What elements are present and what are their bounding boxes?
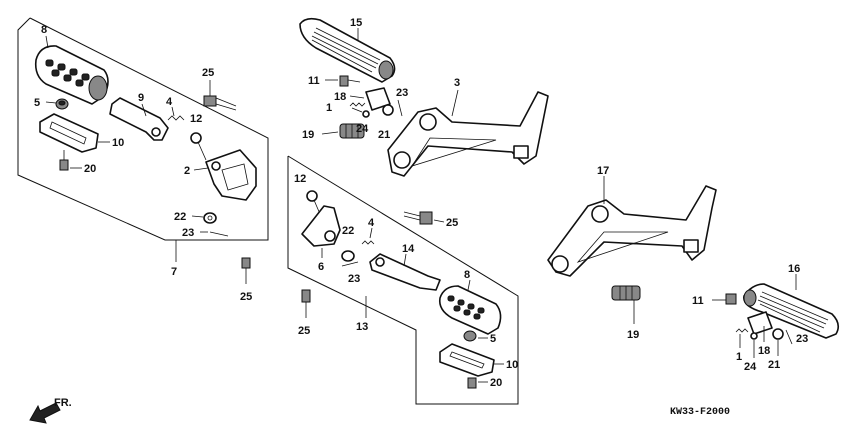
callout-4: 4 bbox=[166, 96, 173, 108]
callout-8: 8 bbox=[41, 24, 47, 36]
main-bracket-17 bbox=[547, 185, 717, 277]
callout-25: 25 bbox=[298, 325, 310, 337]
main-bracket-3 bbox=[387, 91, 549, 177]
direction-label: FR. bbox=[54, 397, 72, 409]
footpeg-arm-left bbox=[109, 97, 169, 141]
pin-24-top bbox=[362, 110, 370, 118]
footpeg-plate-center bbox=[439, 343, 495, 377]
bolt-19-top bbox=[339, 123, 365, 139]
cotter-23-center bbox=[341, 261, 359, 267]
callout-24: 24 bbox=[744, 361, 757, 373]
callout-labels: 8 5 10 20 9 4 12 25 2 22 23 7 25 15 11 1… bbox=[34, 17, 808, 418]
callout-15: 15 bbox=[350, 17, 362, 29]
callout-22: 22 bbox=[174, 211, 186, 223]
footpeg-rubber-15 bbox=[299, 17, 396, 83]
clip-right bbox=[747, 311, 773, 335]
center-assembly-outline bbox=[287, 155, 519, 405]
callout-5: 5 bbox=[490, 333, 496, 345]
nut-center bbox=[463, 330, 477, 342]
callout-2: 2 bbox=[184, 165, 190, 177]
callout-5: 5 bbox=[34, 97, 40, 109]
bolt-25-center-left bbox=[301, 289, 311, 318]
callout-25: 25 bbox=[240, 291, 252, 303]
callout-21: 21 bbox=[768, 359, 780, 371]
callout-11: 11 bbox=[308, 75, 320, 87]
spring-18-top bbox=[349, 102, 366, 107]
callout-23: 23 bbox=[796, 333, 808, 345]
callout-9: 9 bbox=[138, 92, 144, 104]
callout-17: 17 bbox=[597, 165, 609, 177]
callout-22: 22 bbox=[342, 225, 354, 237]
callout-25: 25 bbox=[202, 67, 214, 79]
washer-21-top bbox=[382, 104, 394, 116]
bracket-6-center bbox=[301, 205, 341, 247]
washer-21-right bbox=[772, 328, 784, 340]
callout-18: 18 bbox=[758, 345, 770, 357]
callout-13: 13 bbox=[356, 321, 368, 333]
callout-1: 1 bbox=[736, 351, 742, 363]
footpeg-plate-left bbox=[39, 113, 99, 153]
callout-3: 3 bbox=[454, 77, 460, 89]
left-assembly-outline bbox=[17, 17, 269, 241]
callout-20: 20 bbox=[490, 377, 502, 389]
callout-23: 23 bbox=[182, 227, 194, 239]
callout-10: 10 bbox=[506, 359, 518, 371]
bolt-19-right bbox=[611, 285, 641, 301]
spring-left bbox=[167, 115, 185, 121]
footpeg-arm-14 bbox=[369, 253, 441, 291]
bracket-left bbox=[205, 149, 257, 201]
callout-14: 14 bbox=[402, 243, 415, 255]
callout-20: 20 bbox=[84, 163, 96, 175]
callout-23: 23 bbox=[396, 87, 408, 99]
bolt-11-top bbox=[339, 75, 361, 87]
bolt-20-left bbox=[59, 150, 69, 171]
callout-19: 19 bbox=[627, 329, 639, 341]
spring-center bbox=[361, 240, 375, 245]
footpeg-rubber-16 bbox=[743, 283, 840, 339]
bolt-11-right bbox=[712, 293, 737, 305]
diagram-code: KW33-F2000 bbox=[670, 407, 730, 418]
callout-12: 12 bbox=[190, 113, 202, 125]
callout-8: 8 bbox=[464, 269, 470, 281]
washer-22-left bbox=[203, 212, 217, 224]
callout-21: 21 bbox=[378, 129, 390, 141]
callout-16: 16 bbox=[788, 263, 800, 275]
front-direction-arrow-icon bbox=[29, 402, 61, 424]
callout-24: 24 bbox=[356, 123, 369, 135]
callout-7: 7 bbox=[171, 266, 177, 278]
bolt-25-center bbox=[403, 211, 433, 225]
callout-18: 18 bbox=[334, 91, 346, 103]
callout-23: 23 bbox=[348, 273, 360, 285]
nut-left bbox=[55, 98, 69, 110]
callout-19: 19 bbox=[302, 129, 314, 141]
footpeg-rubber-left bbox=[34, 45, 109, 105]
callout-11: 11 bbox=[692, 295, 704, 307]
pin-24-right bbox=[750, 332, 758, 340]
pin-12-center bbox=[306, 190, 321, 215]
cotter-23-right bbox=[785, 329, 793, 345]
cotter-23-top bbox=[397, 99, 403, 117]
footpeg-rubber-center bbox=[438, 285, 502, 335]
callout-10: 10 bbox=[112, 137, 124, 149]
bolt-25-lower-left bbox=[241, 257, 251, 284]
callout-1: 1 bbox=[326, 102, 332, 114]
bolt-20-center bbox=[467, 377, 477, 389]
pin-12-left bbox=[190, 132, 207, 161]
callout-6: 6 bbox=[318, 261, 324, 273]
spring-right bbox=[735, 328, 749, 333]
clip-top bbox=[365, 87, 391, 111]
callout-12: 12 bbox=[294, 173, 306, 185]
washer-22-center bbox=[341, 250, 355, 262]
callout-4: 4 bbox=[368, 217, 375, 229]
callout-25: 25 bbox=[446, 217, 458, 229]
cotter-23-left bbox=[209, 231, 229, 237]
